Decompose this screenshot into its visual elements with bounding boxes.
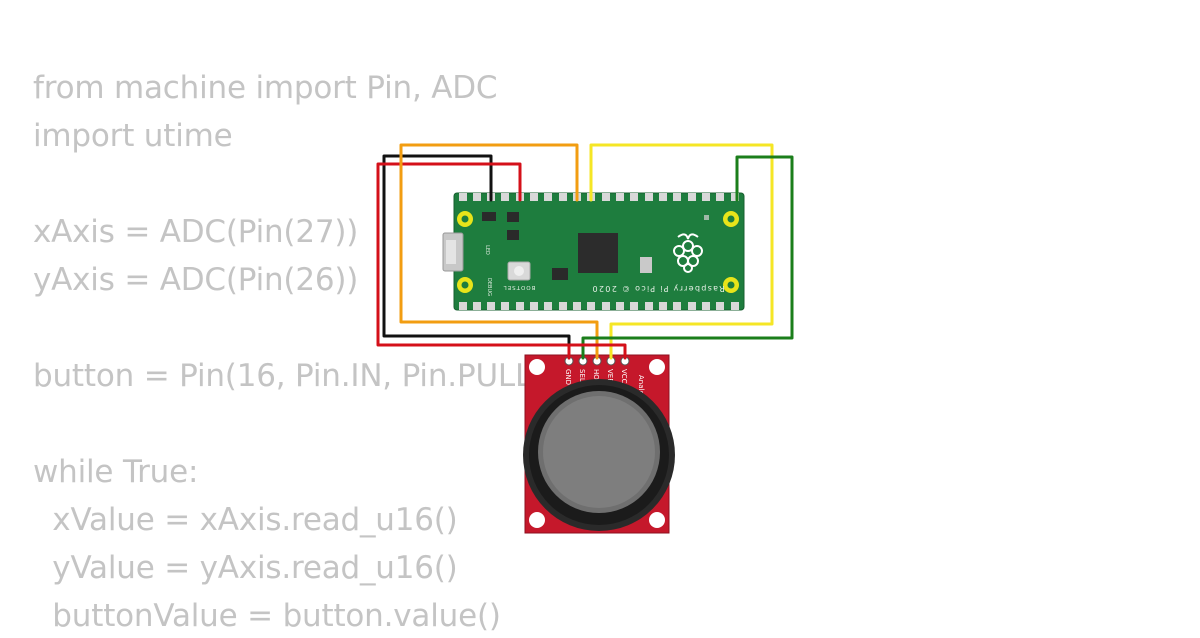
code-line: yAxis = ADC(Pin(26)) [33,262,359,298]
pin-label-vcc: VCC [620,369,628,384]
smd-component [640,257,652,273]
debug-label: DEBUG [486,278,492,296]
raspberry-logo-icon [673,233,703,273]
pin-label-gnd: GND [564,369,572,385]
wire-vert[interactable] [589,143,774,360]
bootsel-label: BOOTSEL [503,284,536,290]
code-line: xValue = xAxis.read_u16() [33,502,458,538]
code-line: while True: [33,454,199,490]
usb-connector [442,232,464,272]
wire-vcc-jumper[interactable] [567,343,627,360]
mounting-hole [529,512,545,528]
mounting-hole [457,277,473,293]
mounting-hole [457,211,473,227]
smd-component [507,212,519,222]
pico-board[interactable]: BOOTSEL LED DEBUG Raspberry Pi Pico © 20… [442,192,745,311]
code-line: yValue = yAxis.read_u16() [33,550,458,586]
code-line: buttonValue = button.value() [33,598,501,634]
pin-label-vert: VERT [606,369,614,388]
mounting-hole [723,277,739,293]
mounting-hole [649,512,665,528]
mounting-hole [723,211,739,227]
code-line: xAxis = ADC(Pin(27)) [33,214,359,250]
code-line: from machine import Pin, ADC [33,70,498,106]
code-line: import utime [33,118,233,154]
pin-label-sel: SEL [578,369,586,382]
wire-sel[interactable] [581,155,794,360]
joystick-header-pins [564,356,630,366]
board-title: Raspberry Pi Pico © 2020 [591,284,724,293]
smd-component [552,268,568,280]
led-label: LED [484,245,490,255]
wire-vcc[interactable] [376,162,571,360]
joystick-module[interactable]: GND SEL HORZ VERT VCC Analog Joystick [523,354,675,534]
mounting-hole [529,359,545,375]
joystick-knob[interactable] [523,379,675,531]
pico-bottom-header-pins [459,302,739,310]
smd-component [507,230,519,240]
rp2040-chip [578,233,618,273]
smd-component [482,212,496,221]
bootsel-button[interactable] [507,261,531,281]
smd-component [704,215,709,220]
mounting-hole [649,359,665,375]
wire-horz[interactable] [399,143,599,360]
